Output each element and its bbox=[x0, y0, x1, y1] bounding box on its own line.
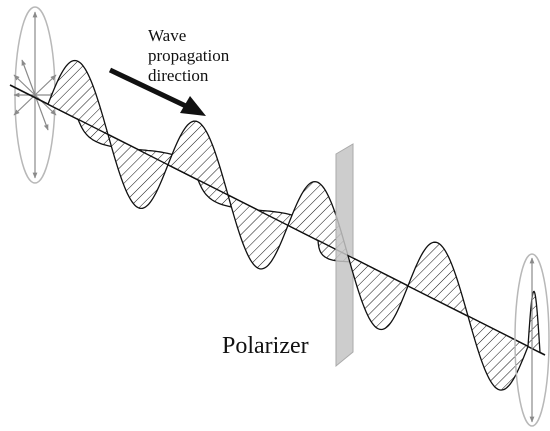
wave-lobe-vertical bbox=[47, 59, 110, 136]
wave-lobe-vertical bbox=[527, 290, 541, 354]
wave-polarized bbox=[346, 241, 541, 391]
wave-lobe-vertical bbox=[407, 241, 470, 318]
unpolarized-indicator bbox=[13, 6, 57, 184]
polarizer-label: Polarizer bbox=[222, 333, 309, 359]
polarized-ellipse bbox=[514, 253, 550, 427]
polarizer-plate bbox=[335, 143, 354, 368]
wave-unpolarized bbox=[47, 59, 363, 270]
wave-lobe-vertical bbox=[466, 314, 529, 391]
wave-lobe-vertical bbox=[167, 120, 230, 197]
arrow-down-right-icon bbox=[108, 67, 206, 116]
wave-lobe-vertical bbox=[226, 193, 289, 270]
unpolarized-arrows bbox=[13, 11, 57, 179]
direction-label-line1: Wave bbox=[148, 26, 186, 45]
direction-label-line3: direction bbox=[148, 66, 209, 85]
direction-label-line2: propagation bbox=[148, 46, 230, 65]
wave-lobe-vertical bbox=[106, 133, 169, 210]
polarized-indicator bbox=[514, 253, 550, 427]
wave-lobe-vertical bbox=[346, 254, 409, 331]
